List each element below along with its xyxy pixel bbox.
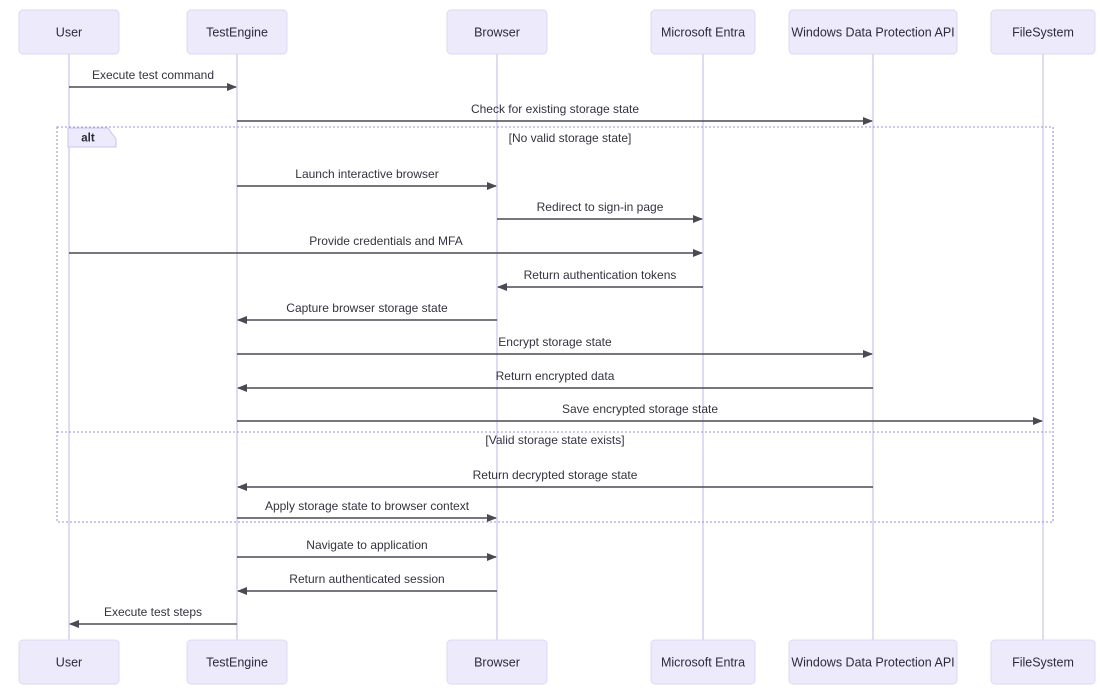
message-m1: Execute test command [69,68,237,91]
message-m9: Return encrypted data [237,369,873,392]
participant-browser-top[interactable]: Browser [446,9,548,55]
message-m10: Save encrypted storage state [237,402,1043,425]
participants-top-row: User TestEngine Browser Microsoft Entra Wind… [18,9,1096,55]
message-label: Redirect to sign-in page [537,200,664,214]
participant-box-shape [186,9,288,55]
participant-label: TestEngine [206,25,268,39]
participant-label: FileSystem [1012,25,1074,39]
message-m5: Provide credentials and MFA [69,234,703,257]
participant-box-shape [446,9,548,55]
participant-label: Microsoft Entra [661,655,745,669]
participant-label: User [56,655,82,669]
message-m3: Launch interactive browser [237,167,497,190]
participant-testengine-top[interactable]: TestEngine [186,9,288,55]
participant-box-shape [18,639,120,685]
message-label: Return encrypted data [496,369,615,383]
participant-label: Windows Data Protection API [791,25,954,39]
participant-entra-top[interactable]: Microsoft Entra [650,9,756,55]
fragment-condition-label: [No valid storage state] [509,131,632,145]
participant-box-shape [186,639,288,685]
participant-dpapi-bottom[interactable]: Windows Data Protection API [788,639,958,685]
participant-label: FileSystem [1012,655,1074,669]
participant-box-shape [446,639,548,685]
alt-fragment-layer: alt [No valid storage state] [Valid storag… [56,126,1054,523]
fragment-tag-label: alt [81,133,95,145]
message-label: Check for existing storage state [471,102,639,116]
participant-box-shape [788,639,958,685]
message-label: Return authentication tokens [524,268,677,282]
participant-browser-bottom[interactable]: Browser [446,639,548,685]
participants-bottom-row: User TestEngine Browser Microsoft Entra Wind… [18,639,1096,685]
message-label: Provide credentials and MFA [309,234,462,248]
message-label: Return authenticated session [289,572,444,586]
lifelines-layer [68,54,1044,640]
message-label: Capture browser storage state [286,301,448,315]
message-label: Navigate to application [306,538,427,552]
message-m12: Apply storage state to browser context [237,499,497,522]
participant-box-shape [990,9,1096,55]
message-label: Save encrypted storage state [562,402,718,416]
message-label: Execute test command [92,68,214,82]
fragment-condition-label: [Valid storage state exists] [485,433,624,447]
message-label: Apply storage state to browser context [265,499,470,513]
message-label: Encrypt storage state [498,335,612,349]
participant-label: Microsoft Entra [661,25,745,39]
message-m14: Return authenticated session [237,572,497,595]
participant-box-shape [650,639,756,685]
fragment-tag [67,127,117,148]
participant-label: Windows Data Protection API [791,655,954,669]
participant-label: Browser [474,655,520,669]
participant-box-shape [990,639,1096,685]
message-label: Launch interactive browser [295,167,438,181]
message-m4: Redirect to sign-in page [497,200,703,223]
participant-box-shape [650,9,756,55]
fragment-frame [56,126,1054,523]
participant-label: User [56,25,82,39]
fragment-alt: alt [No valid storage state] [Valid storag… [56,126,1054,523]
message-m15: Execute test steps [69,605,237,628]
message-m6: Return authentication tokens [497,268,703,291]
participant-user-bottom[interactable]: User [18,639,120,685]
participant-dpapi-top[interactable]: Windows Data Protection API [788,9,958,55]
participant-box-shape [18,9,120,55]
participant-filesystem-bottom[interactable]: FileSystem [990,639,1096,685]
message-label: Return decrypted storage state [473,468,638,482]
message-m7: Capture browser storage state [237,301,497,324]
message-m8: Encrypt storage state [237,335,873,358]
participant-testengine-bottom[interactable]: TestEngine [186,639,288,685]
participant-label: TestEngine [206,655,268,669]
participant-entra-bottom[interactable]: Microsoft Entra [650,639,756,685]
message-m2: Check for existing storage state [237,102,873,125]
participant-filesystem-top[interactable]: FileSystem [990,9,1096,55]
participant-label: Browser [474,25,520,39]
message-label: Execute test steps [104,605,202,619]
message-m11: Return decrypted storage state [237,468,873,491]
participant-user-top[interactable]: User [18,9,120,55]
message-m13: Navigate to application [237,538,497,561]
participant-box-shape [788,9,958,55]
